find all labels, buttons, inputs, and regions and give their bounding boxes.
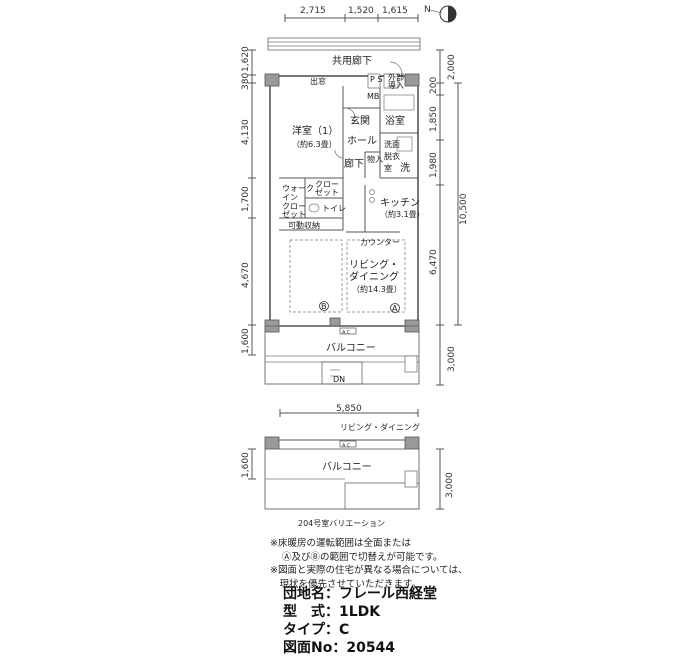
svg-text:B: B <box>321 302 327 311</box>
walkin-label-3: クロー <box>282 202 306 211</box>
walkin-label-4: ゼット <box>282 209 306 219</box>
genkan-label: 玄関 <box>350 114 370 127</box>
dim-right-6: 3,000 <box>447 346 457 372</box>
interior-walls <box>279 61 418 313</box>
senmen-label-1: 洗面 <box>384 139 400 149</box>
dn-label: DN <box>333 375 345 384</box>
living-label-2: ダイニング <box>349 270 399 283</box>
dim-top-1: 2,715 <box>300 6 326 16</box>
var-dim-left: 1,600 <box>241 452 251 478</box>
meter-label-2: 導入 <box>388 80 404 90</box>
mb-label: MB <box>367 92 379 101</box>
svg-text:A: A <box>392 304 398 313</box>
dim-left-4: 1,700 <box>241 186 251 212</box>
notes: ※床暖房の運転範囲は全面または Ⓐ及びⒷの範囲で切替えが可能です。 ※図面と実際… <box>270 537 468 591</box>
dim-left-5: 4,670 <box>241 262 251 288</box>
ac-unit-icon: A C <box>339 327 357 336</box>
svg-text:A C: A C <box>342 330 351 336</box>
right-dimensions: 2,000 200 1,850 1,980 6,470 3,000 10,500 <box>429 49 469 386</box>
window-label: 出窓 <box>310 76 326 86</box>
living-size: （約14.3畳） <box>352 284 402 294</box>
note-line-2: Ⓐ及びⒷの範囲で切替えが可能です。 <box>282 551 443 563</box>
living-label-1: リビング・ <box>349 258 399 271</box>
balcony: バルコニー DN <box>264 325 420 385</box>
kitchen-size: （約3.1畳） <box>380 209 425 219</box>
top-dimensions: 2,715 1,520 1,615 <box>284 6 419 22</box>
variation-plan: A C リビング・ダイニング バルコニー 1,600 3,000 204号室バリ… <box>241 422 455 528</box>
closet-label-1: クロー <box>315 180 339 189</box>
counter-label: カウンター <box>360 238 400 247</box>
note-line-4: 現状を優先させていただきます。 <box>270 578 422 590</box>
washer-label: 洗 <box>400 162 410 174</box>
dim-top-3: 1,615 <box>382 6 408 16</box>
kitchen-label: キッチン <box>380 197 420 209</box>
dim-left-2: 380 <box>241 73 251 90</box>
ps-label: P S <box>370 75 382 84</box>
senmen-label-2: 脱衣 <box>384 151 400 161</box>
complex-name: 団地名：フレール西経堂 <box>283 586 437 602</box>
dim-top-2: 1,520 <box>348 6 374 16</box>
dim-right-total: 10,500 <box>459 193 469 225</box>
bedroom-label: 洋室（1） <box>292 124 338 137</box>
balcony-label: バルコニー <box>326 342 376 354</box>
floor-plan: N 2,715 1,520 1,615 共用廊下 1,620 380 4,130… <box>241 5 469 528</box>
marker-b: B <box>319 301 329 311</box>
var-dim-right: 3,000 <box>445 472 455 498</box>
property-info: 団地名：フレール西経堂 型 式：1LDK タイプ：C 図面No：20544 <box>283 585 437 657</box>
corridor: 共用廊下 <box>267 37 421 67</box>
bedroom-size: （約6.3畳） <box>292 139 337 149</box>
dim-left-1: 1,620 <box>241 46 251 72</box>
left-dimensions: 1,620 380 4,130 1,700 4,670 1,600 <box>241 46 256 356</box>
note-line-1: ※床暖房の運転範囲は全面または <box>270 538 411 549</box>
closet-label-2: ゼット <box>315 187 339 197</box>
var-ac: A C <box>342 443 351 449</box>
dim-left-3: 4,130 <box>241 119 251 145</box>
corridor-label: 共用廊下 <box>332 54 372 67</box>
meter-label-1: 外部 <box>388 72 404 82</box>
unit-type: 型 式：1LDK <box>283 604 381 620</box>
walkin-label-1: ウォーク <box>282 184 314 193</box>
walkin-label-2: イン <box>282 193 298 202</box>
hallway-label: 廊下 <box>344 157 364 170</box>
dim-right-4: 1,980 <box>429 152 439 178</box>
note-line-3: ※図面と実際の住宅が異なる場合については、 <box>270 565 468 576</box>
dim-left-6: 1,600 <box>241 328 251 354</box>
svg-text:N: N <box>424 5 431 15</box>
dim-right-2: 200 <box>429 77 439 94</box>
hall-label: ホール <box>347 135 377 147</box>
unit-subtype: タイプ：C <box>283 622 350 638</box>
storage2-label: 可動収納 <box>288 220 320 230</box>
drawing-number: 図面No：20544 <box>283 640 396 656</box>
dim-right-3: 1,850 <box>429 106 439 132</box>
var-living-label: リビング・ダイニング <box>340 422 420 432</box>
var-balcony-label: バルコニー <box>322 461 372 473</box>
marker-a: A <box>390 303 400 313</box>
senmen-label-3: 室 <box>384 163 392 173</box>
toilet-label: トイレ <box>322 204 346 213</box>
dim-right-5: 6,470 <box>429 249 439 275</box>
variation-caption: 204号室バリエーション <box>298 518 385 528</box>
compass-icon: N <box>424 5 457 23</box>
dim-right-1: 2,000 <box>447 54 457 80</box>
storage1-label: 物入 <box>367 154 383 164</box>
dim-width: 5,850 <box>336 404 362 414</box>
bath-label: 浴室 <box>385 114 405 127</box>
width-dimension: 5,850 <box>279 404 419 417</box>
